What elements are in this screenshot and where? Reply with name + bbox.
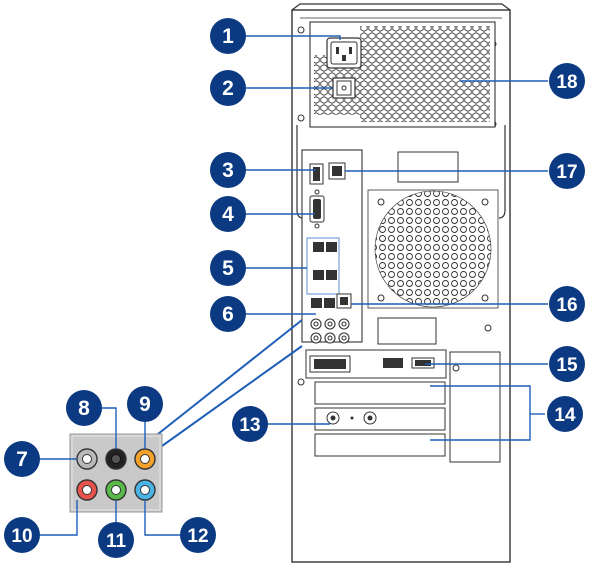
callout-14: 14 xyxy=(547,396,583,432)
callout-2: 2 xyxy=(210,70,246,106)
vga-port[interactable] xyxy=(310,190,324,228)
power-connector xyxy=(327,38,361,68)
callout-number: 12 xyxy=(187,526,208,547)
usb-port[interactable] xyxy=(311,298,322,308)
callout-13: 13 xyxy=(232,406,268,442)
usb-port[interactable] xyxy=(313,270,324,280)
callout-number: 3 xyxy=(222,159,234,182)
audio-panel-zoom xyxy=(70,320,302,512)
callout-10: 10 xyxy=(4,517,40,553)
optical-spdif-port[interactable] xyxy=(329,163,345,179)
line-in-jack[interactable] xyxy=(77,449,97,469)
callout-number: 11 xyxy=(106,531,127,552)
callout-number: 16 xyxy=(556,295,577,316)
callout-number: 5 xyxy=(222,257,234,280)
callout-number: 18 xyxy=(556,72,577,93)
callout-9: 9 xyxy=(127,386,163,422)
label-plate xyxy=(398,152,458,182)
callout-number: 13 xyxy=(239,415,260,436)
microphone-jack[interactable] xyxy=(77,480,97,500)
callout-16: 16 xyxy=(549,286,585,322)
usb-port[interactable] xyxy=(326,242,337,252)
blank-plate xyxy=(378,318,436,344)
callout-number: 14 xyxy=(554,405,576,426)
callout-7: 7 xyxy=(4,441,40,477)
callout-5: 5 xyxy=(210,250,246,286)
callout-number: 2 xyxy=(222,77,234,100)
callout-1: 1 xyxy=(210,18,246,54)
callout-18: 18 xyxy=(549,63,585,99)
callout-3: 3 xyxy=(210,152,246,188)
psu-vent-grille xyxy=(360,26,490,122)
line-in-blue-jack[interactable] xyxy=(135,480,155,500)
callout-number: 7 xyxy=(16,448,28,471)
lan-port[interactable] xyxy=(337,294,351,308)
callout-17: 17 xyxy=(549,153,585,189)
mic-jack[interactable] xyxy=(135,449,155,469)
callout-number: 4 xyxy=(222,203,234,226)
callout-number: 15 xyxy=(556,355,578,376)
fan-grille xyxy=(368,190,498,308)
callout-6: 6 xyxy=(210,296,246,332)
callout-8: 8 xyxy=(66,390,102,426)
callout-15: 15 xyxy=(549,346,585,382)
callout-12: 12 xyxy=(180,517,216,553)
power-supply xyxy=(310,22,495,127)
line-out-jack[interactable] xyxy=(106,449,126,469)
callout-number: 8 xyxy=(78,397,90,420)
callout-number: 17 xyxy=(556,162,577,183)
callout-11: 11 xyxy=(98,522,134,558)
usb-port[interactable] xyxy=(326,270,337,280)
usb-port[interactable] xyxy=(313,242,324,252)
power-switch[interactable] xyxy=(333,78,355,98)
callout-number: 10 xyxy=(11,526,32,547)
callout-4: 4 xyxy=(210,196,246,232)
speaker-out-jack[interactable] xyxy=(106,480,126,500)
hdmi-port[interactable] xyxy=(310,164,323,184)
usb-port[interactable] xyxy=(324,298,335,308)
hdmi-port-graphics[interactable] xyxy=(383,358,403,368)
callout-number: 6 xyxy=(222,303,234,326)
callout-number: 9 xyxy=(139,393,151,416)
callout-number: 1 xyxy=(222,25,234,48)
